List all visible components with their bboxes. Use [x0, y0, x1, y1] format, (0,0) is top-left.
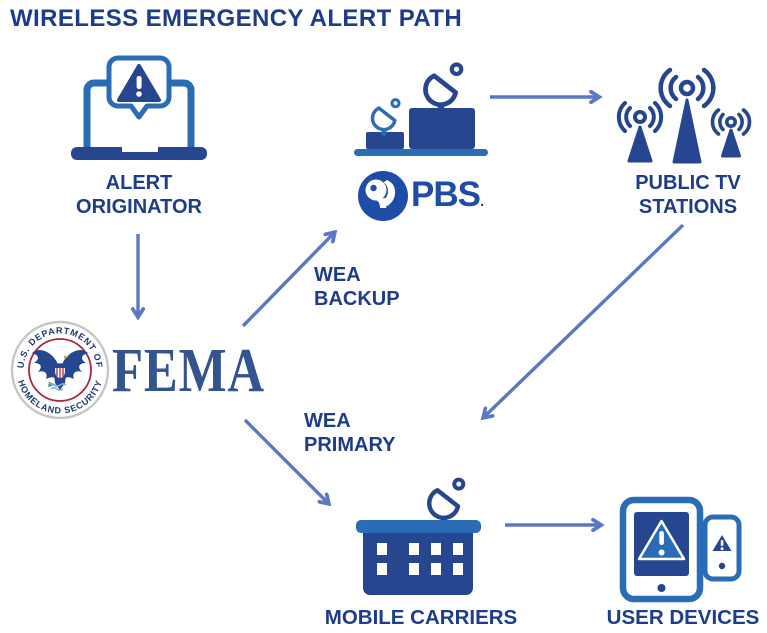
alert-originator-line2: ORIGINATOR	[76, 195, 202, 218]
alert-originator-label: ALERT ORIGINATOR	[63, 172, 215, 219]
alert-originator-line1: ALERT	[105, 172, 173, 194]
warning-triangle-icon	[117, 64, 161, 102]
mobile-carriers-label: MOBILE CARRIERS	[324, 606, 518, 629]
public-tv-label: PUBLIC TV STATIONS	[612, 172, 764, 219]
building-windows	[377, 543, 463, 575]
public-tv-line1: PUBLIC TV	[635, 172, 741, 194]
satellite-dish-icon	[427, 477, 466, 526]
wea-backup-label: WEA BACKUP	[314, 264, 400, 311]
wea-backup-line1: WEA	[314, 264, 361, 286]
pbs-reg-mark: .	[479, 193, 485, 210]
broadcast-tower-icon	[710, 108, 752, 158]
wea-primary-line1: WEA	[304, 410, 351, 432]
wea-primary-label: WEA PRIMARY	[304, 410, 395, 457]
tablet-icon	[619, 496, 704, 603]
pbs-wordmark-text: PBS	[411, 175, 481, 214]
user-devices-label: USER DEVICES	[606, 606, 760, 629]
eagle-icon	[32, 350, 88, 391]
arrow-fema-to-pbs	[241, 233, 334, 328]
user-devices-icon	[619, 496, 742, 603]
broadcast-towers-icon	[616, 67, 752, 164]
satellite-dish-icon	[423, 62, 464, 114]
wea-primary-line2: PRIMARY	[304, 433, 396, 456]
pbs-wordmark: PBS.	[411, 175, 484, 215]
pbs-station-icon	[354, 62, 488, 221]
fema-wordmark: FEMA	[112, 337, 265, 405]
diagram-title: WIRELESS EMERGENCY ALERT PATH	[10, 5, 463, 32]
broadcast-tower-icon	[616, 101, 664, 163]
arrow-publictv-to-carriers	[484, 223, 685, 417]
pbs-logo-icon	[358, 171, 408, 221]
phone-icon	[702, 514, 742, 582]
satellite-dish-icon	[370, 98, 401, 136]
public-tv-line2: STATIONS	[638, 195, 738, 218]
wea-backup-line2: BACKUP	[314, 287, 400, 310]
dhs-seal: U.S. DEPARTMENT OF HOMELAND SECURITY	[10, 320, 110, 420]
broadcast-tower-icon	[658, 67, 716, 164]
laptop-alert-icon	[71, 55, 207, 160]
carrier-building-icon	[356, 477, 481, 595]
arrow-fema-to-carriers	[243, 418, 328, 503]
flow-arrows	[138, 97, 685, 525]
